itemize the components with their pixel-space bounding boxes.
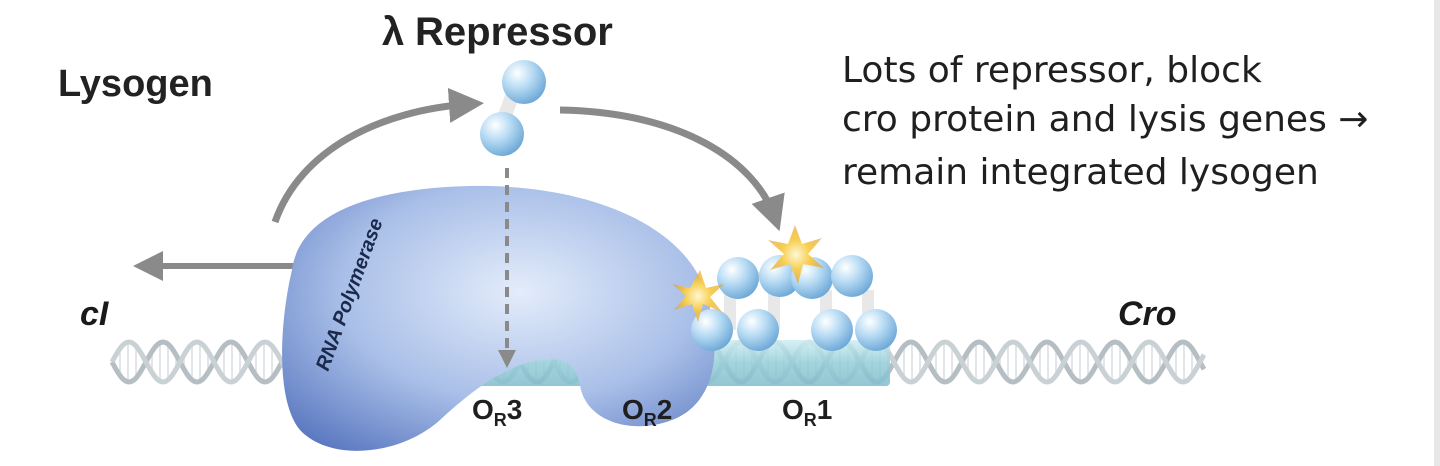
rna-polymerase [282,185,715,451]
binding-arrow [559,106,785,232]
operator-labels: OR3 OR2 OR1 [472,394,832,430]
operator-label-or1: OR1 [782,394,832,430]
note-line-2: cro protein and lysis genes → [842,99,1368,140]
interaction-burst-1 [672,270,724,322]
operator-label-or2: OR2 [622,394,672,430]
explanation-note: Lots of repressor, block cro protein and… [842,50,1368,193]
interaction-burst-2 [768,225,824,284]
title: Repressor [415,10,613,54]
page-edge [1434,0,1440,466]
synthesis-arrow [271,87,484,224]
note-line-3: remain integrated lysogen [842,152,1319,193]
lysogen-label: Lysogen [58,63,213,105]
dashed-arrow-head [498,350,516,368]
note-line-1: Lots of repressor, block [842,50,1262,91]
operator-label-or3: OR3 [472,394,522,430]
gene-label-cro: Cro [1118,295,1177,333]
gene-label-cI: cI [80,295,110,333]
free-repressor-dimer [480,60,546,156]
title-lambda-symbol: λ [382,10,404,54]
